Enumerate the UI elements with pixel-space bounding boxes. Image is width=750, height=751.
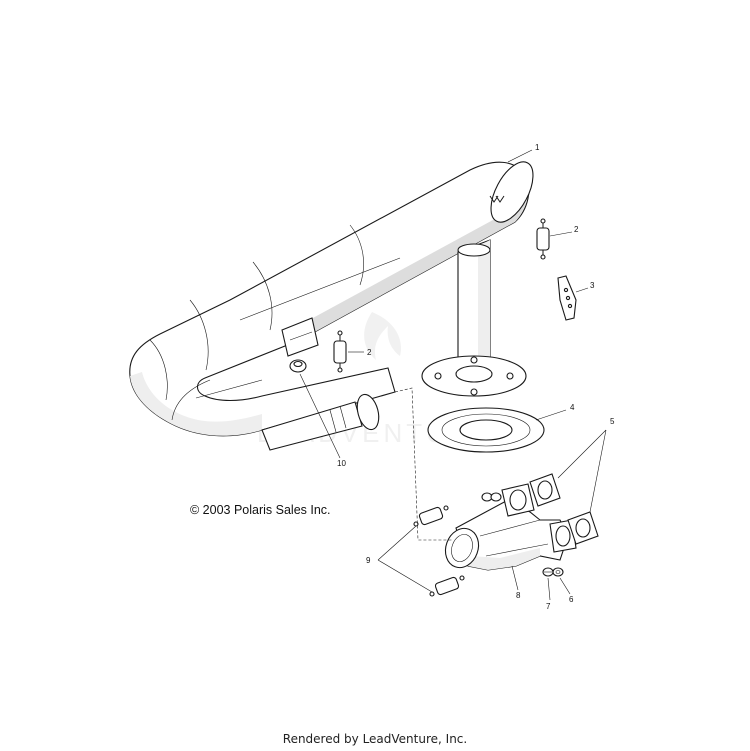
callout-2-lower: 2 [367, 348, 372, 357]
nut-washer-upper [481, 492, 502, 502]
spring-2-upper [536, 218, 550, 260]
callout-5: 5 [610, 417, 615, 426]
grommet-10 [289, 359, 307, 373]
callout-1: 1 [535, 143, 540, 152]
tailpipe-assembly [421, 239, 527, 397]
spring-2-lower [333, 330, 347, 373]
leader-lines [299, 149, 607, 601]
muffler-assembly [129, 161, 534, 451]
nut-7 [542, 567, 554, 577]
assembly-line [394, 387, 452, 541]
callout-4: 4 [570, 403, 575, 412]
callout-6: 6 [569, 595, 574, 604]
callout-9: 9 [366, 556, 371, 565]
gasket-4 [427, 407, 545, 453]
bracket-3 [557, 275, 577, 321]
washer-6 [552, 567, 564, 577]
flange-gaskets-5 [529, 473, 599, 545]
callout-2-upper: 2 [574, 225, 579, 234]
callout-10: 10 [337, 459, 346, 468]
y-manifold-8 [444, 483, 577, 571]
spring-9-upper [413, 505, 449, 527]
spring-9-lower [429, 575, 465, 597]
callout-7: 7 [546, 602, 551, 611]
callout-8: 8 [516, 591, 521, 600]
callout-3: 3 [590, 281, 595, 290]
copyright-notice: © 2003 Polaris Sales Inc. [190, 503, 331, 517]
rendered-by-footer: Rendered by LeadVenture, Inc. [282, 732, 468, 746]
